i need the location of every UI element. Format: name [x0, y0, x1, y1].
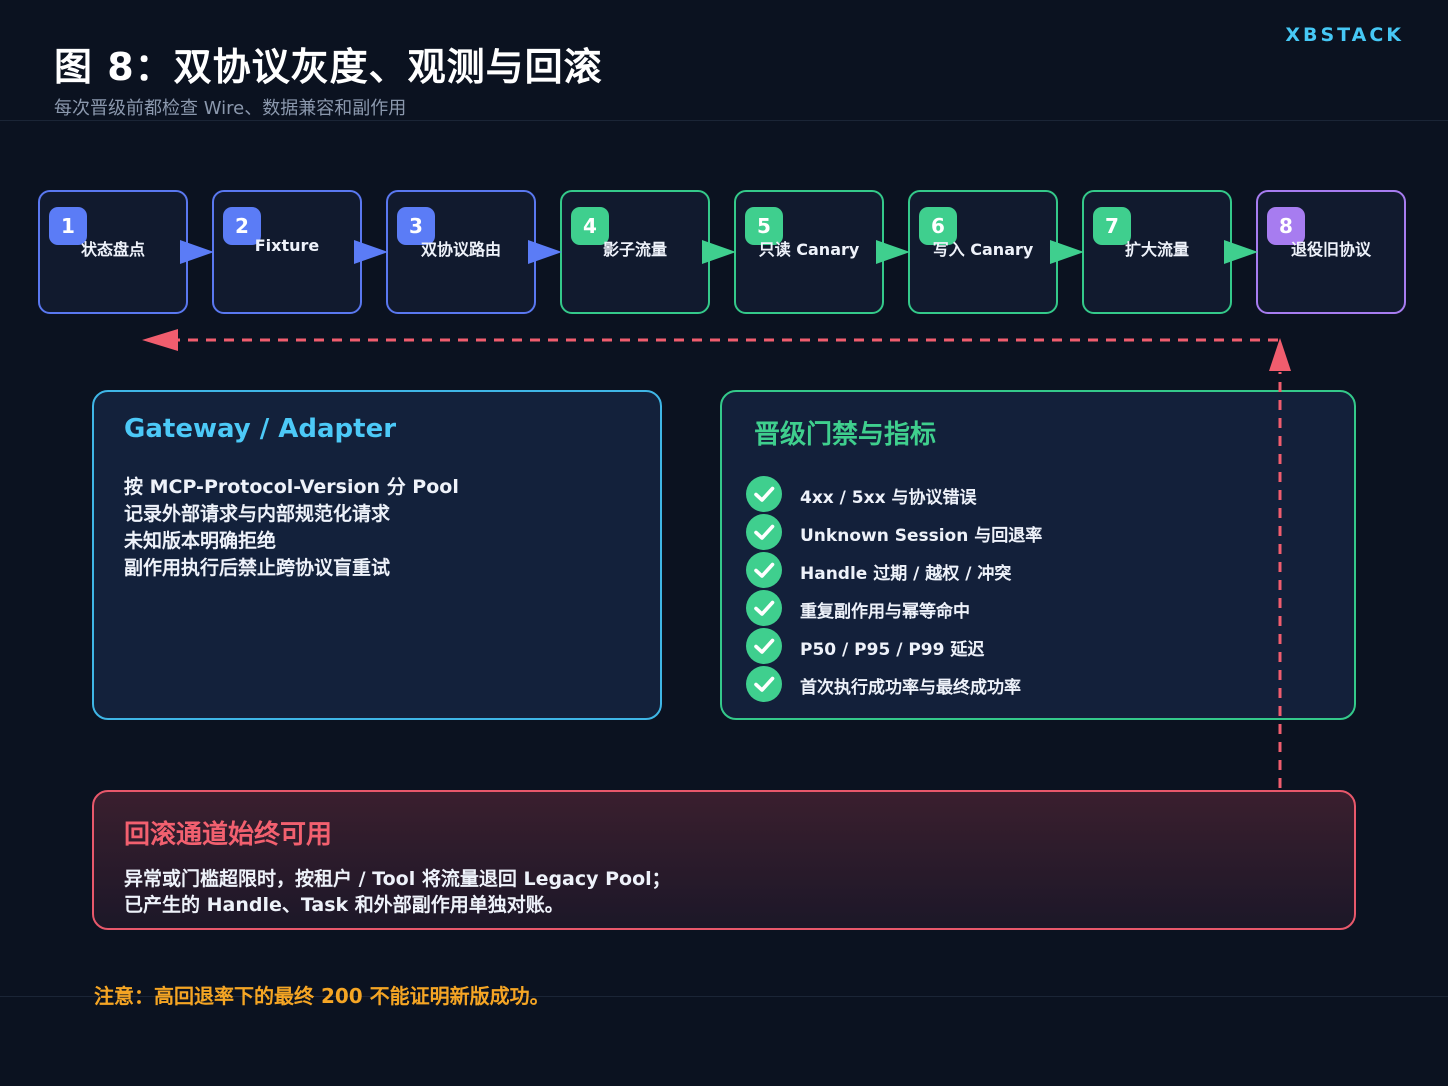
gateway-line: 未知版本明确拒绝 [124, 530, 277, 552]
step-3: 3 双协议路由 [386, 190, 536, 314]
arrow-right-icon [1050, 240, 1084, 264]
arrow-right-icon [702, 240, 736, 264]
gateway-panel: Gateway / Adapter 按 MCP-Protocol-Version… [92, 390, 662, 720]
gates-title: 晋级门禁与指标 [754, 420, 937, 450]
step-badge: 1 [49, 207, 87, 245]
arrow-right-icon [1224, 240, 1258, 264]
check-icon [746, 476, 782, 512]
step-label: 只读 Canary [758, 240, 860, 259]
step-8: 8 退役旧协议 [1256, 190, 1406, 314]
arrow-up-icon [1269, 338, 1291, 371]
page-subtitle: 每次晋级前都检查 Wire、数据兼容和副作用 [54, 98, 407, 119]
step-label: 影子流量 [602, 240, 667, 259]
step-label: Fixture [254, 236, 320, 255]
step-badge: 4 [571, 207, 609, 245]
step-badge: 8 [1267, 207, 1305, 245]
gates-panel: 晋级门禁与指标 4xx / 5xx 与协议错误 Unknown Session … [720, 390, 1356, 720]
gate-item-text: 4xx / 5xx 与协议错误 [800, 488, 977, 508]
header-divider [0, 120, 1448, 121]
step-label: 状态盘点 [80, 240, 145, 259]
arrow-right-icon [180, 240, 214, 264]
gateway-line: 副作用执行后禁止跨协议盲重试 [124, 557, 391, 579]
check-icon [746, 514, 782, 550]
arrow-right-icon [528, 240, 562, 264]
brand-logo: XBSTACK [1285, 24, 1404, 46]
warning-note: 注意：高回退率下的最终 200 不能证明新版成功。 [94, 984, 550, 1008]
step-label: 双协议路由 [420, 240, 501, 259]
rollback-title: 回滚通道始终可用 [124, 820, 333, 850]
arrow-left-icon [142, 329, 178, 351]
step-badge: 6 [919, 207, 957, 245]
step-2: 2 Fixture [212, 190, 362, 314]
check-icon [746, 628, 782, 664]
gateway-line: 按 MCP-Protocol-Version 分 Pool [124, 476, 459, 498]
gate-item-text: Handle 过期 / 越权 / 冲突 [800, 564, 1012, 584]
rollback-panel: 回滚通道始终可用 异常或门槛超限时，按租户 / Tool 将流量退回 Legac… [92, 790, 1356, 930]
step-label: 扩大流量 [1124, 240, 1189, 259]
step-badge: 3 [397, 207, 435, 245]
check-icon [746, 666, 782, 702]
step-label: 写入 Canary [932, 240, 1034, 259]
step-5: 5 只读 Canary [734, 190, 884, 314]
gate-item-text: 首次执行成功率与最终成功率 [800, 678, 1021, 698]
rollback-line: 异常或门槛超限时，按租户 / Tool 将流量退回 Legacy Pool； [124, 868, 671, 890]
check-icon [746, 552, 782, 588]
gate-item-text: P50 / P95 / P99 延迟 [800, 640, 985, 660]
check-icon [746, 590, 782, 626]
arrow-right-icon [876, 240, 910, 264]
gate-item-text: 重复副作用与幂等命中 [800, 602, 970, 622]
arrow-right-icon [354, 240, 388, 264]
page-title: 图 8：双协议灰度、观测与回滚 [54, 45, 603, 89]
gate-item-text: Unknown Session 与回退率 [800, 526, 1043, 546]
step-badge: 7 [1093, 207, 1131, 245]
step-badge: 5 [745, 207, 783, 245]
gateway-title: Gateway / Adapter [124, 414, 397, 444]
step-label: 退役旧协议 [1290, 240, 1371, 259]
rollback-line: 已产生的 Handle、Task 和外部副作用单独对账。 [124, 894, 564, 916]
step-7: 7 扩大流量 [1082, 190, 1232, 314]
step-4: 4 影子流量 [560, 190, 710, 314]
step-badge: 2 [223, 207, 261, 245]
gateway-line: 记录外部请求与内部规范化请求 [124, 503, 391, 525]
footer-divider [0, 996, 1448, 997]
